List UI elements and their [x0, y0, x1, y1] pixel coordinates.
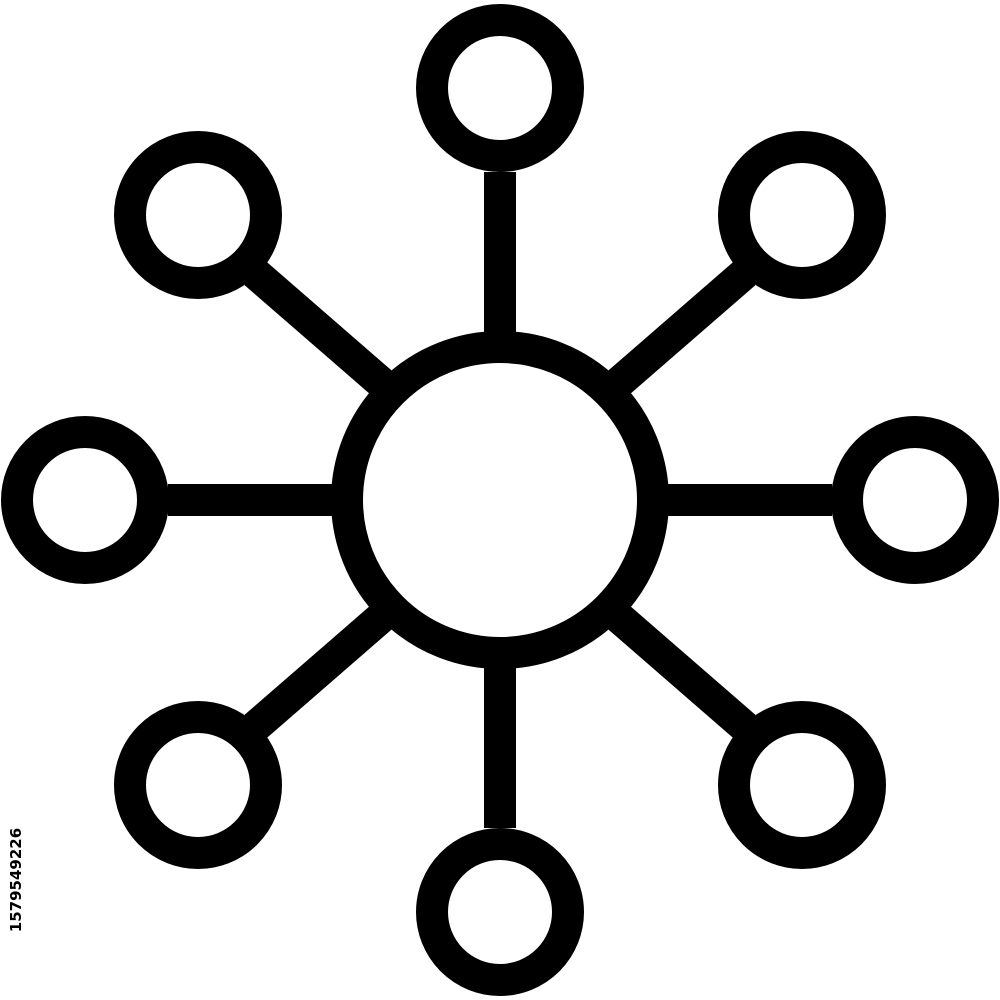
spoke-bottom-left [244, 595, 403, 740]
node-top-right [718, 131, 886, 299]
spoke-bottom-right [597, 595, 756, 740]
hub-center-circle [331, 331, 669, 669]
node-top-left [114, 131, 282, 299]
node-top [416, 4, 584, 172]
spoke-top-left [244, 260, 403, 405]
stock-id-watermark: 1579549226 [4, 760, 28, 1000]
spoke-top-right [597, 260, 756, 405]
stock-id-text: 1579549226 [7, 827, 25, 933]
node-bottom-left [114, 701, 282, 869]
node-right [831, 416, 999, 584]
node-left [1, 416, 169, 584]
node-bottom [416, 828, 584, 996]
node-bottom-right [718, 701, 886, 869]
